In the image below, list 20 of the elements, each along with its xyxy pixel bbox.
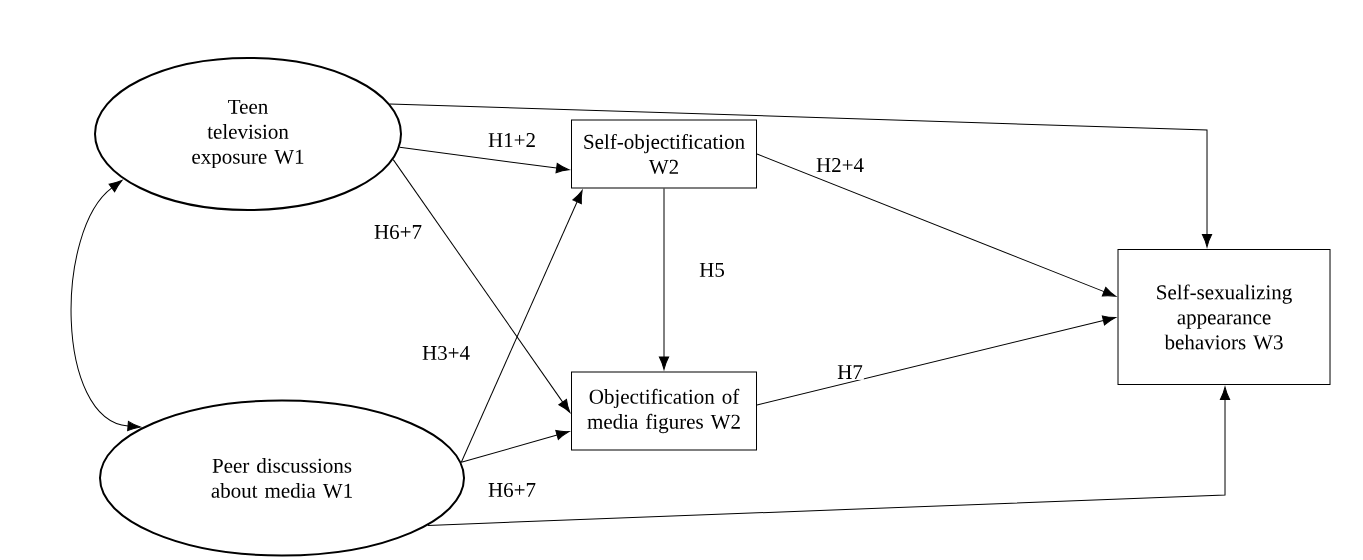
edge-label: H1+2 — [487, 132, 537, 148]
arrow — [756, 153, 1117, 297]
edge-label: H6+7 — [487, 481, 537, 499]
arrow — [427, 386, 1231, 526]
edge-label: H6+7 — [373, 223, 423, 241]
edge-label: H7 — [836, 364, 864, 380]
arrow — [658, 188, 670, 370]
arrow — [389, 103, 1213, 248]
arrow — [399, 146, 570, 174]
arrow — [70, 180, 141, 432]
variable-box: Objectification of media figures W2 — [571, 371, 757, 451]
arrow — [392, 159, 571, 413]
variable-box: Self-sexualizing appearance behaviors W3 — [1117, 249, 1331, 385]
variable-box: Self-objectification W2 — [571, 119, 757, 189]
arrow — [756, 315, 1116, 406]
edge-label: H2+4 — [815, 157, 865, 173]
edge-label: H5 — [698, 262, 726, 278]
edge-label: H3+4 — [421, 344, 471, 362]
arrow — [460, 430, 570, 463]
arrow — [460, 189, 583, 463]
